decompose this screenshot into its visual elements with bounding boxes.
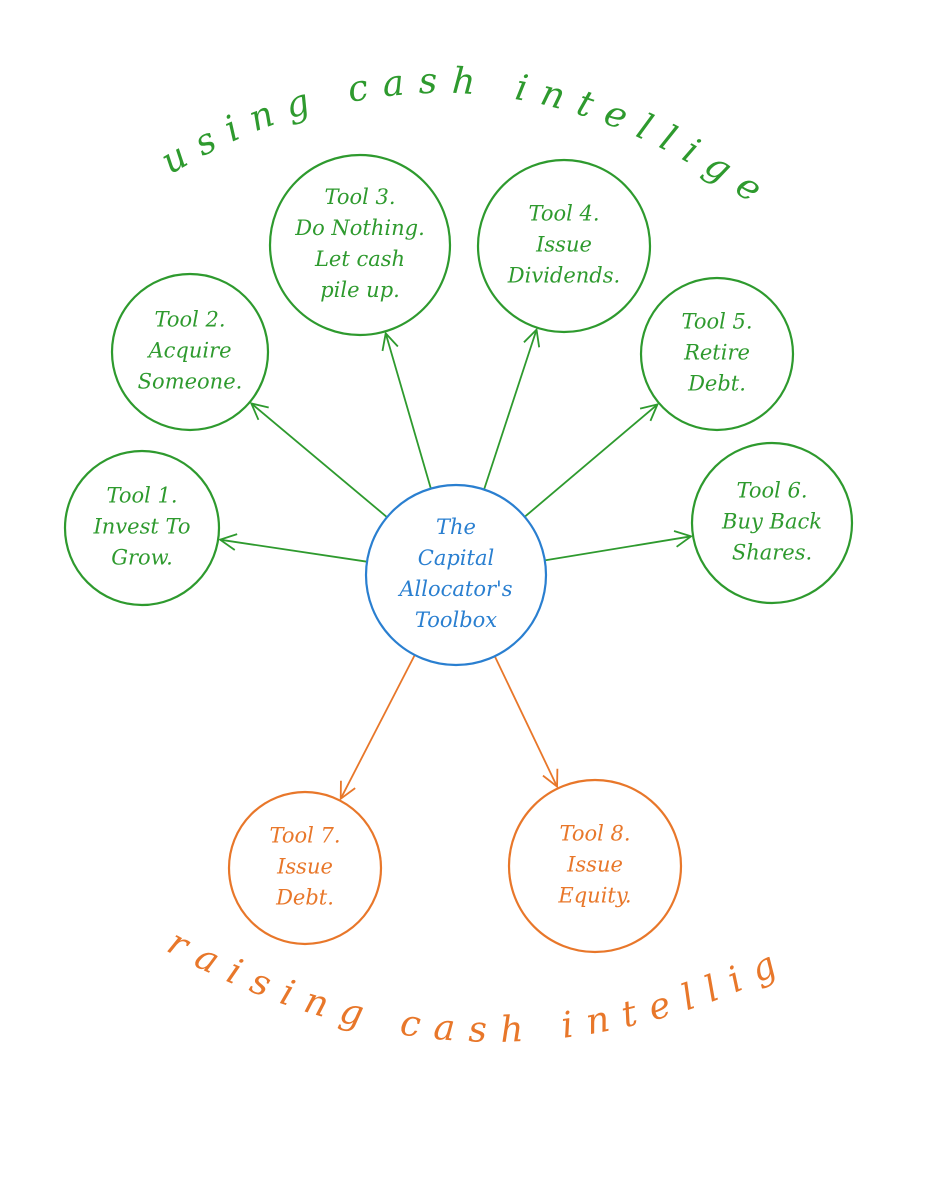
tool-3-node-line-3: Let cash xyxy=(314,247,405,271)
arrow-to-tool-3 xyxy=(381,331,432,489)
tool-7-node-line-3: Debt. xyxy=(275,886,334,910)
tool-2-node-line-2: Acquire xyxy=(146,339,231,363)
arrow-to-tool-2 xyxy=(249,402,388,518)
tool-6-node-line-3: Shares. xyxy=(732,541,812,565)
center-toolbox-node-circle xyxy=(364,483,548,667)
arrow-to-tool-6-shaft xyxy=(544,535,692,562)
tool-3-node-line-2: Do Nothing. xyxy=(294,216,425,240)
tool-1-node-line-2: Invest To xyxy=(92,515,190,539)
edges-layer xyxy=(218,327,694,801)
tool-5-node-circle xyxy=(639,276,795,432)
tool-3-node-line-4: pile up. xyxy=(320,278,400,302)
arrow-to-tool-7-shaft xyxy=(339,654,416,800)
tool-1-node: Tool 1. Invest To Grow. xyxy=(63,449,221,607)
tool-8-node-line-3: Equity. xyxy=(557,884,631,908)
tool-4-node-line-1: Tool 4. xyxy=(528,202,599,226)
arrow-to-tool-8-shaft xyxy=(493,655,558,787)
tool-8-node-line-1: Tool 8. xyxy=(559,822,630,846)
tool-8-node-circle xyxy=(507,778,683,954)
tool-5-node-line-2: Retire xyxy=(683,341,750,365)
tool-7-node-circle xyxy=(227,790,383,946)
arrow-to-tool-4 xyxy=(483,327,541,490)
tool-2-node-line-3: Someone. xyxy=(138,370,243,394)
center-toolbox-node-line-4: Toolbox xyxy=(415,608,497,632)
tool-2-node-line-1: Tool 2. xyxy=(154,308,225,332)
arrow-to-tool-4-shaft xyxy=(483,329,538,490)
tool-2-node-circle xyxy=(110,272,270,432)
tool-5-node-line-3: Debt. xyxy=(687,372,746,396)
arrow-to-tool-7 xyxy=(339,654,416,801)
arrow-to-tool-5-head xyxy=(639,403,660,422)
center-toolbox-node-line-1: The xyxy=(436,515,476,539)
arrow-to-tool-8-head xyxy=(542,768,559,789)
tool-8-node-line-2: Issue xyxy=(566,853,623,877)
arrow-to-tool-3-shaft xyxy=(384,333,432,489)
tool-1-node-line-3: Grow. xyxy=(111,546,173,570)
tool-5-node-line-1: Tool 5. xyxy=(681,310,752,334)
arrow-to-tool-8 xyxy=(493,655,559,789)
tool-3-node: Tool 3. Do Nothing. Let cash pile up. xyxy=(268,153,452,337)
tool-6-node-line-2: Buy Back xyxy=(721,510,822,534)
center-toolbox-node-line-2: Capital xyxy=(418,546,494,570)
tool-3-node-circle xyxy=(268,153,452,337)
tool-7-node-line-1: Tool 7. xyxy=(269,824,340,848)
tool-4-node-line-3: Dividends. xyxy=(507,264,620,288)
arrow-to-tool-2-head xyxy=(249,402,269,421)
arrow-to-tool-5 xyxy=(524,403,660,518)
arrow-to-tool-1-head xyxy=(218,533,238,551)
tool-7-node-line-2: Issue xyxy=(276,855,333,879)
arrow-to-tool-6-head xyxy=(673,530,694,548)
tool-4-node-circle xyxy=(476,158,652,334)
arrow-to-tool-1 xyxy=(218,533,368,563)
arrow-to-tool-5-shaft xyxy=(524,403,659,518)
arrow-to-tool-1-shaft xyxy=(219,538,368,563)
arrow-to-tool-4-head xyxy=(523,327,541,348)
nodes-layer: Tool 1. Invest To Grow. Tool 2. AcquireSomeo… xyxy=(63,153,854,954)
tool-1-node-line-1: Tool 1. xyxy=(106,484,177,508)
arrow-to-tool-6 xyxy=(544,530,694,562)
tool-4-node-line-2: Issue xyxy=(535,233,592,257)
arrow-to-tool-3-head xyxy=(381,331,399,352)
tool-6-node-circle xyxy=(690,441,854,605)
arrow-to-tool-7-head xyxy=(339,780,356,801)
tool-3-node-line-1: Tool 3. xyxy=(324,185,395,209)
arrow-to-tool-2-shaft xyxy=(250,402,388,518)
tool-6-node-line-1: Tool 6. xyxy=(736,479,807,503)
center-toolbox-node-line-3: Allocator's xyxy=(397,577,512,601)
tool-1-node-circle xyxy=(63,449,221,607)
